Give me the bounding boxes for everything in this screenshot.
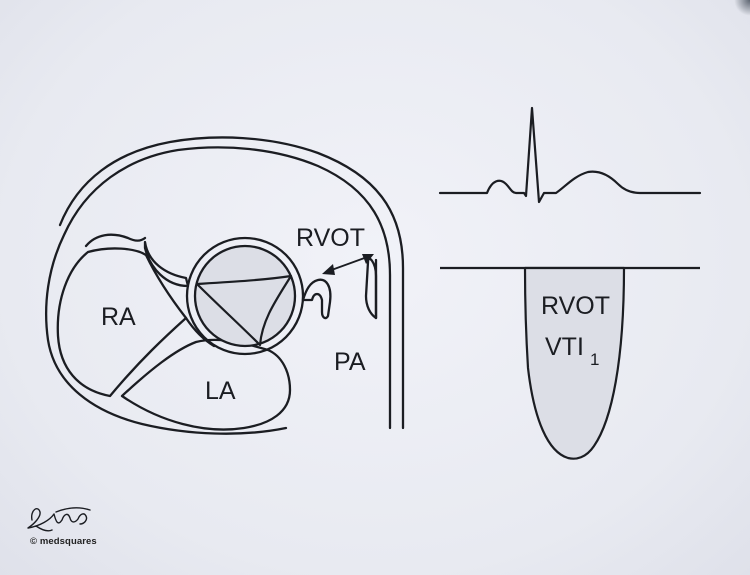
doppler-label-vti: VTI (545, 333, 584, 361)
doppler-label-rvot: RVOT (541, 292, 610, 320)
label-la: LA (205, 377, 236, 405)
aortic-valve-disc (193, 244, 297, 348)
aortic-root-outer (185, 236, 305, 356)
rvot-arrowhead-left (322, 264, 335, 275)
doppler-vti-envelope (523, 266, 626, 460)
doppler-label-vti-subscript: 1 (590, 350, 599, 369)
label-rvot: RVOT (296, 224, 365, 252)
outer-contour (45, 146, 392, 435)
ecg-trace (438, 106, 702, 204)
pulmonic-valve-right (364, 257, 378, 320)
la-chamber (120, 338, 292, 431)
ra-chamber (56, 247, 188, 398)
rvot-arrowhead-right (362, 254, 374, 264)
rv-cavity-lower-wall (84, 233, 147, 248)
corner-shadow (734, 0, 750, 16)
pulmonic-valve-left (301, 278, 332, 320)
author-signature (27, 507, 91, 532)
medsquares-credit: © medsquares (30, 536, 97, 547)
heart-cross-section (45, 136, 405, 435)
aortic-valve-leaflets (195, 274, 293, 347)
label-ra: RA (101, 303, 136, 331)
inner-wall-contour (58, 136, 405, 430)
label-pa: PA (334, 348, 366, 376)
